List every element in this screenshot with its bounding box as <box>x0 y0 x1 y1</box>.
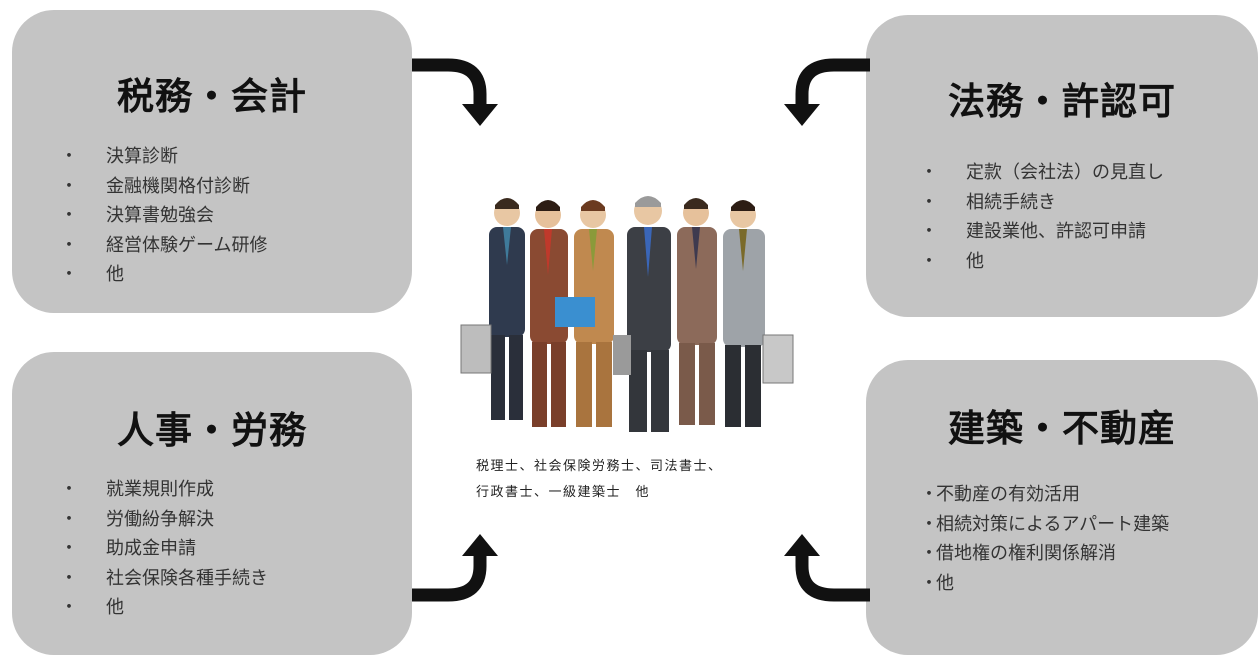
bullet: ・ <box>60 175 78 197</box>
bullet: ・ <box>60 205 78 226</box>
person-figure <box>555 200 614 427</box>
hr-labor-box: 人事・労務 ・就業規則作成 ・労働紛争解決 ・助成金申請 ・社会保険各種手続き … <box>12 352 412 655</box>
bullet: ・ <box>920 572 938 594</box>
list-item: ・ 決算診断 <box>60 142 267 172</box>
item-text: 相続対策によるアパート建築 <box>936 513 1170 535</box>
curved-arrow-icon <box>784 534 870 602</box>
list-item: ・ 社会保険各種手続き <box>60 564 268 594</box>
legal-permits-box: 法務・許認可 ・定款（会社法）の見直し ・相続手続き ・建設業他、許認可申請 ・… <box>866 15 1258 317</box>
list-item: ・ 相続手続き <box>920 188 1164 218</box>
tax-accounting-title: 税務・会計 <box>117 75 307 118</box>
bullet: ・ <box>60 234 78 256</box>
curved-arrow-icon <box>412 534 498 602</box>
list-item: ・不動産の有効活用 <box>920 480 1169 510</box>
bullet: ・ <box>920 191 938 213</box>
bullet: ・ <box>60 597 78 618</box>
list-item: ・ 労働紛争解決 <box>60 505 268 535</box>
bullet: ・ <box>920 162 938 183</box>
bullet: ・ <box>920 221 938 242</box>
curved-arrow-icon <box>412 58 498 126</box>
item-text: 経営体験ゲーム研修 <box>106 234 268 256</box>
tax-accounting-list: ・決算診断 ・金融機関格付診断 ・決算書勉強会 ・経営体験ゲーム研修 ・他 <box>60 142 267 290</box>
caption-line: 行政書士、一級建築士 他 <box>476 485 651 500</box>
item-text: 社会保険各種手続き <box>106 567 268 589</box>
item-text: 他 <box>966 250 984 272</box>
item-text: 就業規則作成 <box>106 479 214 500</box>
item-text: 他 <box>106 264 124 285</box>
list-item: ・ 就業規則作成 <box>60 475 268 505</box>
hr-labor-title: 人事・労務 <box>117 409 307 452</box>
bullet: ・ <box>60 538 78 559</box>
construction-realestate-title: 建築・不動産 <box>948 407 1176 450</box>
list-item: ・他 <box>920 569 1169 599</box>
item-text: 労働紛争解決 <box>106 508 214 530</box>
bullet: ・ <box>60 567 78 589</box>
bullet: ・ <box>920 484 938 505</box>
person-figure <box>723 200 794 427</box>
person-figure <box>613 196 671 432</box>
hr-labor-list: ・就業規則作成 ・労働紛争解決 ・助成金申請 ・社会保険各種手続き ・他 <box>60 475 268 623</box>
item-text: 決算診断 <box>106 146 178 167</box>
item-text: 定款（会社法）の見直し <box>966 162 1164 183</box>
list-item: ・ 定款（会社法）の見直し <box>920 158 1164 188</box>
item-text: 建設業他、許認可申請 <box>966 221 1146 242</box>
list-item: ・他 <box>60 593 268 623</box>
legal-permits-list: ・定款（会社法）の見直し ・相続手続き ・建設業他、許認可申請 ・他 <box>920 158 1164 276</box>
professions-caption: 税理士、社会保険労務士、司法書士、 行政書士、一級建築士 他 <box>476 454 723 506</box>
item-text: 不動産の有効活用 <box>936 484 1080 505</box>
curved-arrow-icon <box>784 58 870 126</box>
bullet: ・ <box>920 250 938 272</box>
item-text: 決算書勉強会 <box>106 205 214 226</box>
caption-line: 税理士、社会保険労務士、司法書士、 <box>476 459 723 474</box>
legal-permits-title: 法務・許認可 <box>948 80 1176 123</box>
construction-realestate-list: ・不動産の有効活用 ・相続対策によるアパート建築 ・借地権の権利関係解消 ・他 <box>920 480 1169 598</box>
person-figure <box>677 198 717 425</box>
item-text: 助成金申請 <box>106 538 196 559</box>
list-item: ・他 <box>920 247 1164 277</box>
list-item: ・借地権の権利関係解消 <box>920 539 1169 569</box>
item-text: 借地権の権利関係解消 <box>936 543 1116 564</box>
item-text: 他 <box>106 597 124 618</box>
list-item: ・ 経営体験ゲーム研修 <box>60 231 267 261</box>
construction-realestate-box: 建築・不動産 ・不動産の有効活用 ・相続対策によるアパート建築 ・借地権の権利関… <box>866 360 1258 655</box>
bullet: ・ <box>60 479 78 500</box>
list-item: ・ 建設業他、許認可申請 <box>920 217 1164 247</box>
tax-accounting-box: 税務・会計 ・決算診断 ・金融機関格付診断 ・決算書勉強会 ・経営体験ゲーム研修… <box>12 10 412 313</box>
list-item: ・他 <box>60 260 267 290</box>
bullet: ・ <box>60 508 78 530</box>
list-item: ・ 助成金申請 <box>60 534 268 564</box>
bullet: ・ <box>920 543 938 564</box>
list-item: ・ 決算書勉強会 <box>60 201 267 231</box>
list-item: ・相続対策によるアパート建築 <box>920 510 1169 540</box>
item-text: 相続手続き <box>966 191 1056 213</box>
bullet: ・ <box>60 264 78 285</box>
person-figure <box>460 198 525 420</box>
business-people-illustration <box>460 196 794 432</box>
item-text: 他 <box>936 572 954 594</box>
item-text: 金融機関格付診断 <box>106 175 250 197</box>
bullet: ・ <box>60 146 78 167</box>
list-item: ・ 金融機関格付診断 <box>60 172 267 202</box>
bullet: ・ <box>920 513 938 535</box>
